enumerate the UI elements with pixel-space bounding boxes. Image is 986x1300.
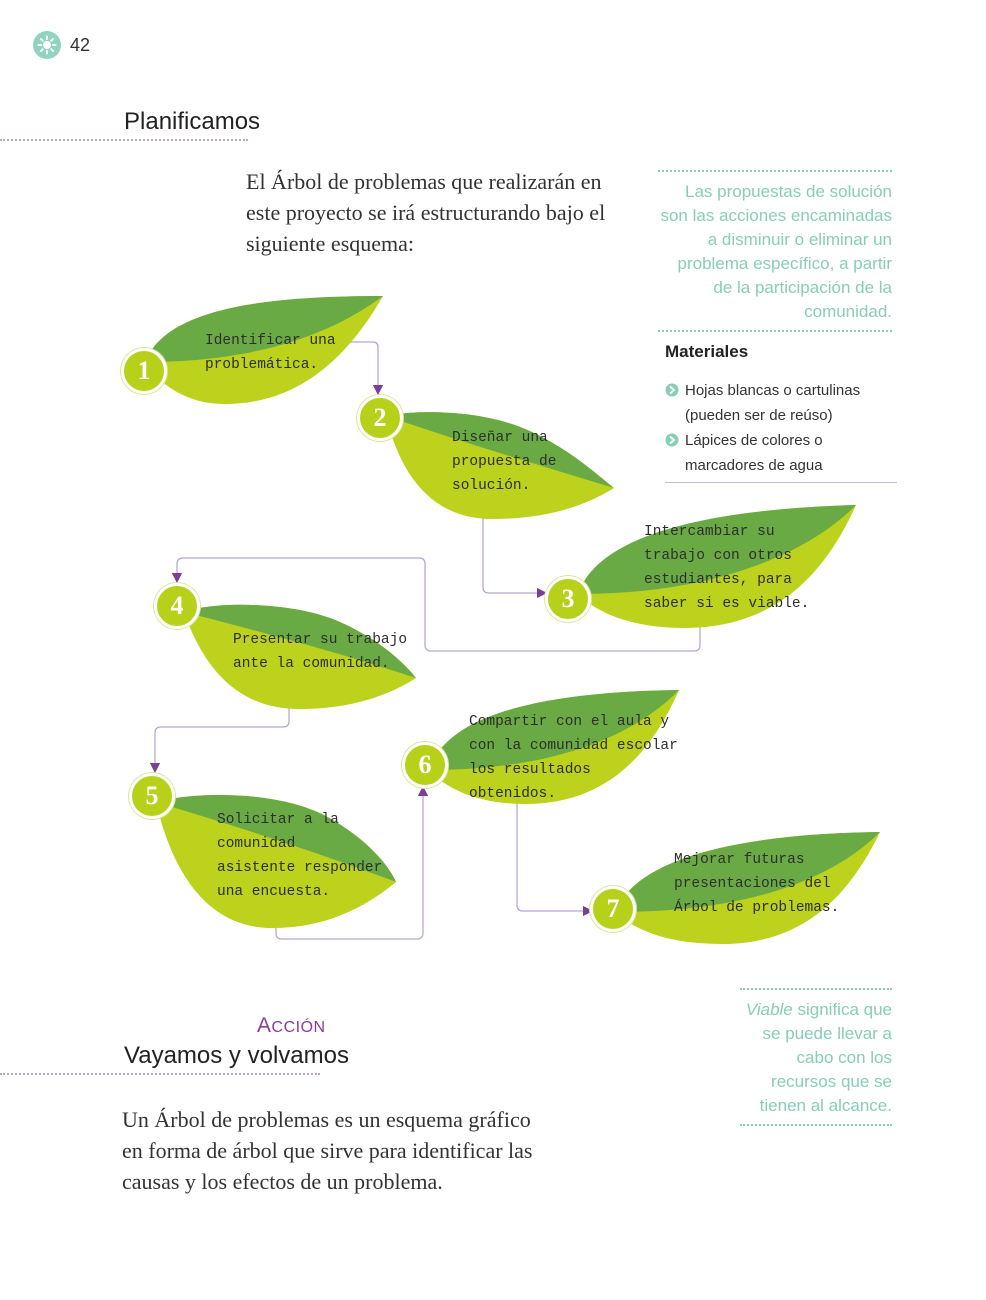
action-paragraph: Un Árbol de problemas es un esquema gráf… [122, 1107, 533, 1194]
step-badge-4: 4 [154, 583, 200, 629]
viable-definition-note: Viable significa que se puede llevar a c… [740, 988, 892, 1126]
action-label-initial: A [257, 1014, 272, 1037]
step-leaf-4: Presentar su trabajo ante la comunidad. [180, 598, 420, 712]
leaf-icon [156, 794, 396, 928]
step-leaf-3: Intercambiar su trabajo con otros estudi… [574, 502, 860, 632]
leaf-icon [184, 604, 416, 709]
step-leaf-7: Mejorar futuras presentaciones del Árbol… [612, 830, 884, 948]
materials-item: Hojas blancas o cartulinas (pueden ser d… [665, 378, 897, 428]
step-text: Mejorar futuras presentaciones del Árbol… [674, 852, 840, 916]
materials-heading: Materiales [665, 342, 749, 361]
leaf-icon [616, 832, 880, 944]
section-title-planificamos: Planificamos [124, 108, 261, 135]
viable-definition: significa que se puede llevar a cabo con… [759, 1000, 892, 1115]
action-label-rest: CCIÓN [271, 1019, 326, 1036]
step-leaf-5: Solicitar a la comunidad asistente respo… [152, 788, 400, 932]
page-number: 42 [70, 35, 91, 55]
leaf-icon [145, 296, 383, 404]
connector-3-4 [171, 557, 701, 652]
step-badge-1: 1 [121, 348, 167, 394]
step-text: Intercambiar su trabajo con otros estudi… [644, 524, 810, 612]
connector-1-2 [330, 341, 384, 396]
step-badge-6: 6 [402, 742, 448, 788]
step-text: Presentar su trabajo ante la comunidad. [233, 632, 408, 672]
connector-6-7 [516, 785, 594, 917]
chevron-right-icon [665, 433, 679, 447]
connector-2-3 [482, 506, 548, 599]
connector-5-6 [275, 785, 429, 940]
materials-item-text: Hojas blancas o cartulinas (pueden ser d… [685, 382, 861, 424]
viable-term: Viable [745, 1000, 793, 1019]
sun-icon [33, 31, 61, 59]
solutions-definition-note: Las propuestas de solución son las accio… [658, 170, 892, 332]
step-badge-5: 5 [129, 773, 175, 819]
action-label: ACCIÓN [257, 1014, 326, 1038]
step-badge-2: 2 [357, 395, 403, 441]
materials-list: Hojas blancas o cartulinas (pueden ser d… [665, 378, 897, 483]
section-divider [0, 1073, 320, 1075]
step-leaf-1: Identificar una problemática. [140, 292, 390, 408]
leaf-icon [429, 690, 679, 804]
step-leaf-6: Compartir con el aula y con la comunidad… [425, 686, 683, 808]
step-badge-3: 3 [545, 576, 591, 622]
step-text: Identificar una problemática. [205, 333, 336, 373]
chevron-right-icon [665, 383, 679, 397]
step-badge-7: 7 [590, 886, 636, 932]
step-text: Solicitar a la comunidad asistente respo… [217, 812, 383, 900]
section-divider [0, 139, 248, 141]
step-text: Compartir con el aula y con la comunidad… [469, 714, 678, 802]
intro-paragraph: El Árbol de problemas que realizarán en … [246, 169, 606, 256]
materials-item: Lápices de colores o marcadores de agua [665, 428, 897, 478]
step-text: Diseñar una propuesta de solución. [452, 430, 557, 494]
materials-item-text: Lápices de colores o marcadores de agua [685, 432, 823, 474]
section-title-vayamos: Vayamos y volvamos [124, 1042, 349, 1069]
leaf-icon [386, 412, 614, 519]
leaf-icon [578, 505, 856, 628]
connector-4-5 [149, 700, 290, 774]
step-leaf-2: Diseñar una propuesta de solución. [382, 402, 618, 522]
